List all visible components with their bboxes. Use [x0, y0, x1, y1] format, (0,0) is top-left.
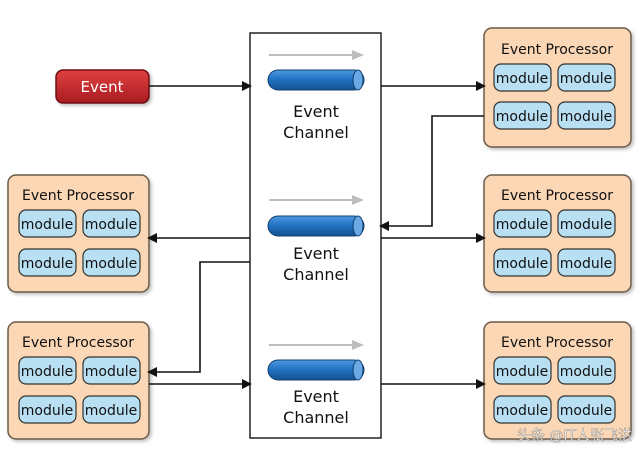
channel-label-line2: Channel: [283, 123, 349, 142]
module-label: module: [21, 217, 73, 233]
module-label: module: [21, 403, 73, 419]
module-label: module: [85, 256, 137, 272]
channel-label-line1: Event: [293, 102, 339, 121]
watermark-text: 头条 @IT人张飞洪: [517, 427, 632, 444]
module-label: module: [560, 256, 612, 272]
processor-title: Event Processor: [22, 335, 134, 351]
module-label: module: [496, 71, 548, 87]
module-box: [18, 248, 77, 277]
event-channel-2: Event Channel: [267, 195, 365, 284]
event-processor-bottom-right: Event Processor module module module mod…: [483, 321, 632, 440]
module-box: [493, 101, 552, 130]
pipe-end: [352, 359, 364, 381]
event-processor-bottom-left: Event Processor module module module mod…: [7, 321, 150, 440]
module-box: [493, 395, 552, 424]
module-label: module: [560, 403, 612, 419]
channel-label-line1: Event: [293, 244, 339, 263]
module-box: [557, 63, 616, 92]
module-box: [82, 248, 141, 277]
processor-title: Event Processor: [501, 42, 613, 58]
module-box: [82, 209, 141, 238]
module-label: module: [85, 403, 137, 419]
module-label: module: [560, 71, 612, 87]
pipe-end: [352, 215, 364, 237]
processor-title: Event Processor: [22, 188, 134, 204]
module-box: [82, 395, 141, 424]
module-box: [18, 209, 77, 238]
module-label: module: [560, 364, 612, 380]
module-label: module: [560, 217, 612, 233]
event-label: Event: [81, 78, 124, 96]
arrow-processor-to-channel-2: [379, 115, 484, 231]
connectors: [147, 81, 486, 389]
module-label: module: [21, 364, 73, 380]
event-processor-middle-left: Event Processor module module module mod…: [7, 174, 150, 293]
processor-title: Event Processor: [501, 188, 613, 204]
event-channel-3: Event Channel: [267, 340, 365, 427]
module-label: module: [496, 109, 548, 125]
module-label: module: [496, 364, 548, 380]
module-box: [18, 395, 77, 424]
channel-pipe: [267, 69, 365, 91]
module-box: [18, 356, 77, 385]
channel-label-line2: Channel: [283, 408, 349, 427]
module-label: module: [496, 403, 548, 419]
module-box: [493, 63, 552, 92]
event-processor-top-right: Event Processor module module module mod…: [483, 27, 632, 148]
event-node: Event: [55, 69, 150, 104]
module-box: [493, 248, 552, 277]
module-label: module: [21, 256, 73, 272]
pipe-end: [352, 69, 364, 91]
module-box: [557, 209, 616, 238]
channel-pipe: [267, 215, 365, 237]
module-box: [493, 356, 552, 385]
processor-title: Event Processor: [501, 335, 613, 351]
module-box: [557, 248, 616, 277]
module-box: [557, 395, 616, 424]
module-label: module: [85, 364, 137, 380]
channel-label-line1: Event: [293, 387, 339, 406]
module-label: module: [496, 256, 548, 272]
module-label: module: [85, 217, 137, 233]
channel-label-line2: Channel: [283, 265, 349, 284]
module-box: [82, 356, 141, 385]
module-label: module: [496, 217, 548, 233]
module-box: [557, 101, 616, 130]
channel-pipe: [267, 359, 365, 381]
module-box: [557, 356, 616, 385]
arrow-channel-2-to-bottom-left-processor: [147, 261, 250, 377]
module-box: [493, 209, 552, 238]
event-processor-middle-right: Event Processor module module module mod…: [483, 174, 632, 293]
module-label: module: [560, 109, 612, 125]
event-channel-1: Event Channel: [267, 50, 365, 142]
